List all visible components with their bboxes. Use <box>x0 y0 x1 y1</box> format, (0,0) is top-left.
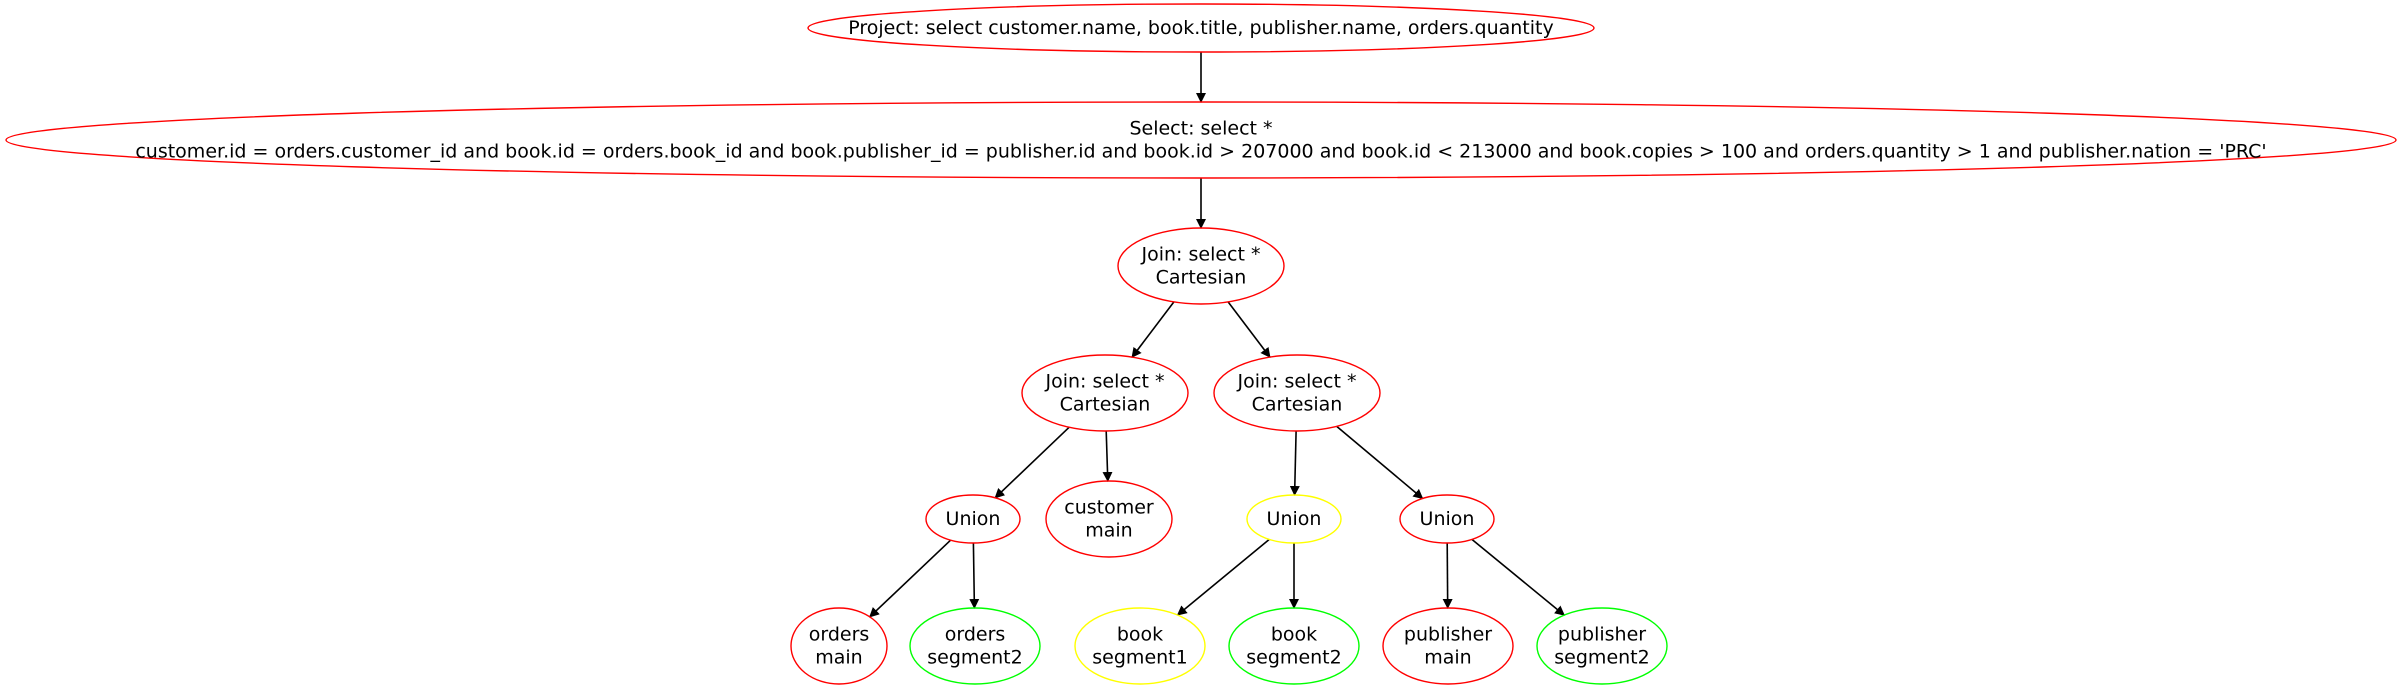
edge-union-publisher-to-publisher-segment2 <box>1471 538 1565 616</box>
node-select-label-1: Select: select * <box>1129 118 1272 140</box>
edge-join-root-to-join-right <box>1227 301 1271 358</box>
node-join-left-ellipse <box>1021 354 1189 432</box>
node-book-segment1-label-2: segment1 <box>1092 647 1187 669</box>
node-union-orders: Union <box>925 494 1021 544</box>
node-customer-main-label-1: customer <box>1064 497 1154 519</box>
edge-join-right-to-union-publisher <box>1336 425 1424 500</box>
node-book-segment2-ellipse <box>1228 607 1360 685</box>
edge-join-root-to-join-left <box>1131 301 1175 358</box>
node-orders-main-label-2: main <box>815 647 862 669</box>
node-join-right-label-2: Cartesian <box>1252 394 1343 416</box>
node-publisher-main-label-2: main <box>1424 647 1471 669</box>
node-publisher-segment2-label-2: segment2 <box>1554 647 1649 669</box>
node-join-root: Join: select *Cartesian <box>1117 227 1285 305</box>
edges-layer <box>869 52 1565 618</box>
node-join-left-label-2: Cartesian <box>1060 394 1151 416</box>
node-join-left-label-1: Join: select * <box>1045 371 1165 393</box>
node-book-segment1-label-1: book <box>1117 624 1163 646</box>
node-orders-main-label-1: orders <box>809 624 870 646</box>
node-select-ellipse <box>5 101 2397 179</box>
node-orders-segment2-label-2: segment2 <box>927 647 1022 669</box>
node-orders-segment2-ellipse <box>909 607 1041 685</box>
node-project: Project: select customer.name, book.titl… <box>807 3 1595 53</box>
node-union-book-label-1: Union <box>1267 508 1322 530</box>
node-join-root-label-2: Cartesian <box>1156 267 1247 289</box>
node-customer-main-ellipse <box>1045 480 1173 558</box>
node-book-segment2-label-1: book <box>1271 624 1317 646</box>
node-book-segment1-ellipse <box>1074 607 1206 685</box>
node-orders-main-ellipse <box>790 607 888 685</box>
node-union-orders-ellipse <box>925 494 1021 544</box>
edge-join-right-to-union-book <box>1289 430 1300 496</box>
node-join-right: Join: select *Cartesian <box>1213 354 1381 432</box>
node-publisher-segment2-ellipse <box>1536 607 1668 685</box>
node-union-orders-label-1: Union <box>946 508 1001 530</box>
node-join-root-ellipse <box>1117 227 1285 305</box>
nodes-layer: Project: select customer.name, book.titl… <box>5 3 2397 685</box>
node-customer-main-label-2: main <box>1085 520 1132 542</box>
edge-join-left-to-union-orders <box>994 426 1070 499</box>
edge-join-left-to-customer-main <box>1102 430 1113 482</box>
node-project-ellipse <box>807 3 1595 53</box>
node-orders-segment2-label-1: orders <box>945 624 1006 646</box>
edge-union-orders-to-orders-main <box>869 539 952 618</box>
edge-union-book-to-book-segment1 <box>1176 538 1270 616</box>
node-join-right-ellipse <box>1213 354 1381 432</box>
edge-union-orders-to-orders-segment2 <box>969 542 980 609</box>
node-join-root-label-1: Join: select * <box>1141 244 1261 266</box>
node-select: Select: select *customer.id = orders.cus… <box>5 101 2397 179</box>
node-select-label-2: customer.id = orders.customer_id and boo… <box>135 141 2266 163</box>
node-publisher-main-label-1: publisher <box>1404 624 1492 646</box>
node-union-publisher: Union <box>1399 494 1495 544</box>
node-publisher-segment2-label-1: publisher <box>1558 624 1646 646</box>
node-union-book: Union <box>1246 494 1342 544</box>
node-publisher-main-ellipse <box>1382 607 1514 685</box>
node-project-label-1: Project: select customer.name, book.titl… <box>848 17 1553 39</box>
node-union-publisher-ellipse <box>1399 494 1495 544</box>
node-union-book-ellipse <box>1246 494 1342 544</box>
node-join-right-label-1: Join: select * <box>1237 371 1357 393</box>
node-join-left: Join: select *Cartesian <box>1021 354 1189 432</box>
node-book-segment2-label-2: segment2 <box>1246 647 1341 669</box>
node-union-publisher-label-1: Union <box>1420 508 1475 530</box>
edge-union-publisher-to-publisher-main <box>1442 542 1453 609</box>
